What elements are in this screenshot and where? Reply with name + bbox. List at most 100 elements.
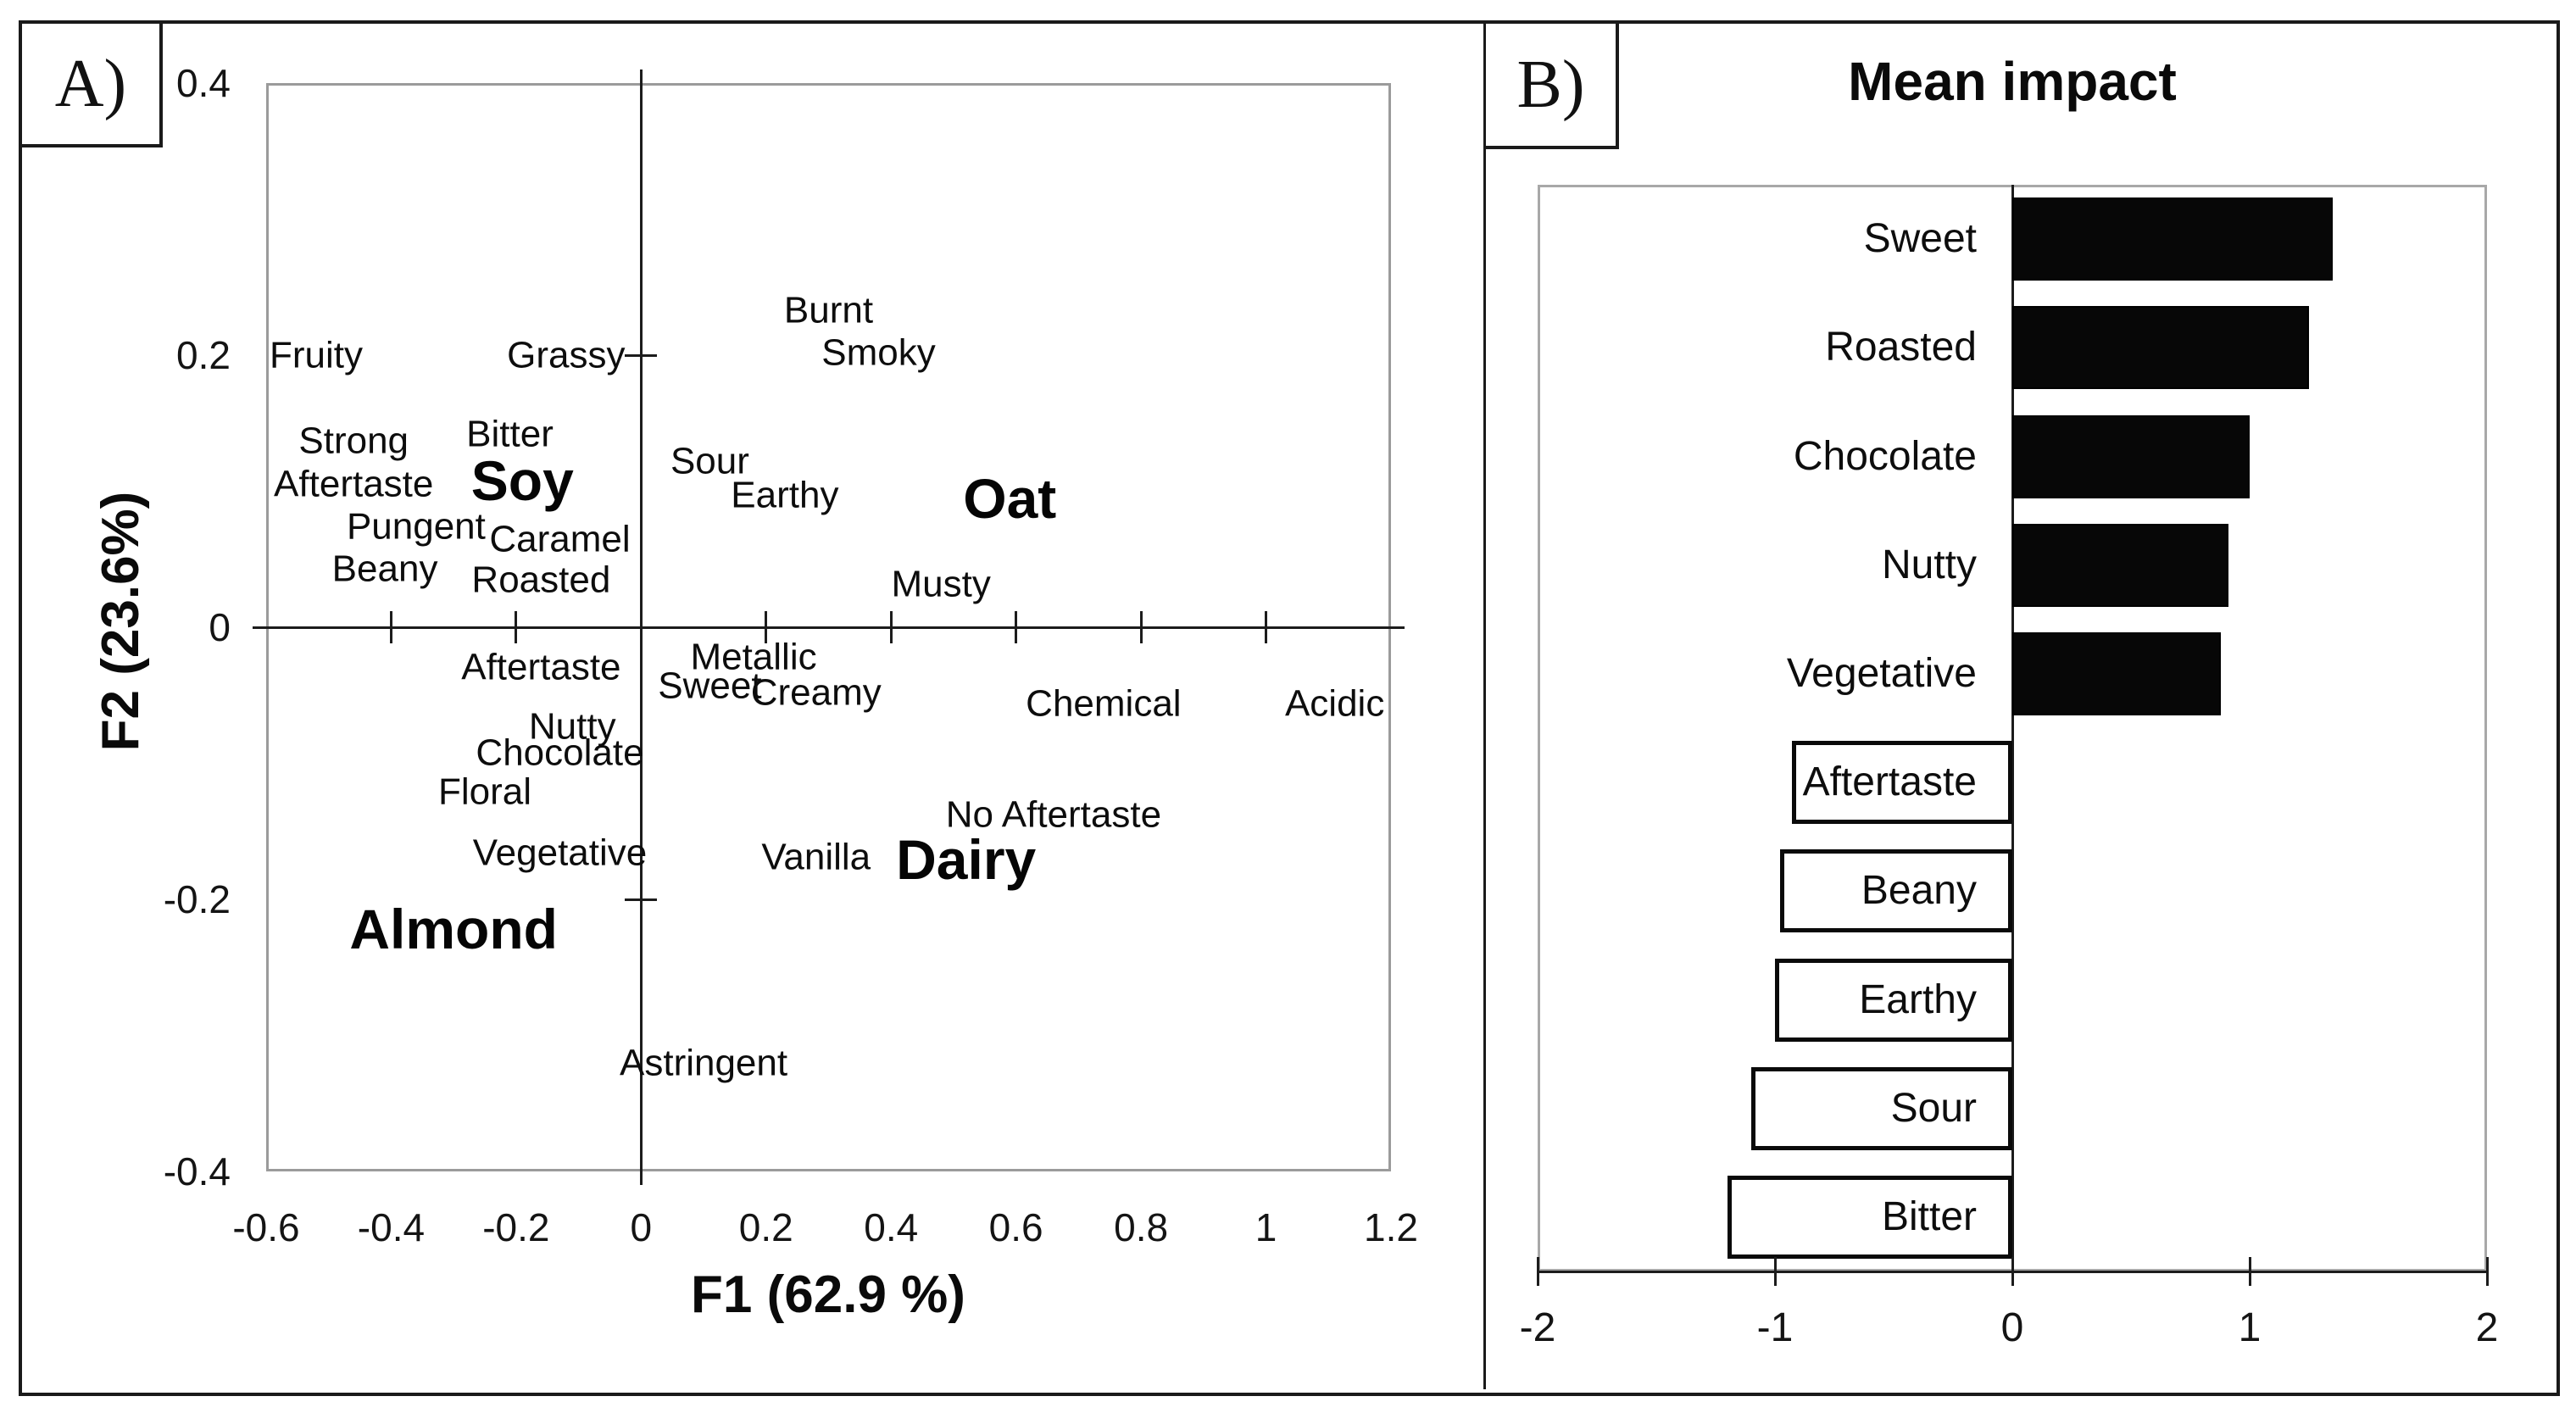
x-tick-label: 0.6 xyxy=(988,1205,1043,1249)
bar-earthy xyxy=(1775,958,2012,1042)
y-tick-label: -0.4 xyxy=(163,1149,231,1193)
product-label: Dairy xyxy=(896,828,1037,892)
x-tick-label: 0.8 xyxy=(1114,1205,1169,1249)
x-axis-tick xyxy=(889,611,893,643)
panel-b-letter: B) xyxy=(1516,47,1585,122)
panel-a-letter: A) xyxy=(54,47,127,121)
x-axis-tick xyxy=(515,611,518,643)
bar-category-label: Bitter xyxy=(1881,1193,1977,1239)
attribute-label: Astringent xyxy=(619,1041,788,1083)
bar-category-label: Earthy xyxy=(1859,976,1977,1022)
x-axis-border-tick xyxy=(253,626,280,629)
panel-divider xyxy=(1483,22,1486,1389)
bar-sour xyxy=(1751,1066,2012,1150)
y-axis-title: F2 (23.6%) xyxy=(92,491,150,752)
x-tick-label: 0.4 xyxy=(864,1205,919,1249)
b-axis-tick xyxy=(2485,1257,2489,1286)
attribute-label: Acidic xyxy=(1284,682,1385,725)
b-axis-tick xyxy=(2248,1257,2251,1286)
b-axis-tick xyxy=(1536,1257,1539,1286)
attribute-label: Aftertaste xyxy=(461,645,621,687)
x-tick-label: 1.2 xyxy=(1364,1205,1418,1249)
attribute-label: Strong Aftertaste xyxy=(274,420,434,505)
y-tick-label: 0.4 xyxy=(176,61,231,105)
bar-category-label: Aftertaste xyxy=(1802,759,1977,805)
bar-bitter xyxy=(1728,1175,2012,1259)
x-tick-label: -0.6 xyxy=(232,1205,300,1249)
bar-category-label: Vegetative xyxy=(1786,650,1977,696)
attribute-label: Chocolate xyxy=(476,731,644,773)
attribute-label: Chemical xyxy=(1026,682,1182,725)
y-axis-tick xyxy=(625,898,658,901)
x-axis-border-tick xyxy=(1377,626,1405,629)
bar-category-label: Roasted xyxy=(1825,325,1977,370)
b-axis-tick-label: 1 xyxy=(2238,1305,2262,1350)
y-axis-tick xyxy=(625,353,658,357)
b-axis-tick-label: -2 xyxy=(1519,1305,1556,1350)
x-axis-tick xyxy=(765,611,768,643)
x-tick-label: -0.4 xyxy=(357,1205,426,1249)
attribute-label: Nutty xyxy=(528,705,616,748)
x-axis-tick xyxy=(1015,611,1018,643)
attribute-label: No Aftertaste xyxy=(945,793,1162,836)
attribute-label: Burnt xyxy=(783,289,874,331)
panel-a-tag-box: A) xyxy=(22,24,163,147)
b-axis-tick-label: -1 xyxy=(1756,1305,1794,1350)
attribute-label: Floral xyxy=(438,770,532,813)
attribute-label: Sweet xyxy=(658,665,762,707)
attribute-label: Earthy xyxy=(731,474,839,516)
b-axis-tick xyxy=(1773,1257,1777,1286)
y-axis-border-tick xyxy=(639,70,643,97)
y-axis-border-tick xyxy=(639,1158,643,1185)
bar-beany xyxy=(1779,849,2012,933)
attribute-label: Musty xyxy=(891,562,991,604)
bar-roasted xyxy=(2012,306,2309,390)
x-tick-label: 0.2 xyxy=(738,1205,793,1249)
y-tick-label: 0 xyxy=(209,605,231,649)
zero-axis-line xyxy=(2011,185,2014,1271)
panel-b-tag-box: B) xyxy=(1486,24,1619,149)
figure-border xyxy=(19,20,2560,1396)
attribute-label: Vanilla xyxy=(761,836,871,878)
bar-vegetative xyxy=(2012,631,2222,715)
bar-category-label: Sour xyxy=(1890,1085,1977,1131)
attribute-label: Creamy xyxy=(750,671,882,714)
y-zero-axis-line xyxy=(639,83,643,1171)
attribute-label: Pungent xyxy=(346,505,486,548)
bar-category-label: Chocolate xyxy=(1793,433,1977,479)
bar-chocolate xyxy=(2012,414,2250,498)
b-axis-tick xyxy=(2011,1257,2014,1286)
bar-category-label: Nutty xyxy=(1881,542,1977,587)
b-axis-tick-label: 0 xyxy=(2000,1305,2024,1350)
x-tick-label: -0.2 xyxy=(482,1205,550,1249)
x-axis-tick xyxy=(1265,611,1268,643)
x-tick-label: 0 xyxy=(630,1205,653,1249)
bar-category-label: Beany xyxy=(1861,868,1977,914)
x-zero-axis-line xyxy=(266,626,1391,629)
attribute-label: Bitter xyxy=(466,413,554,455)
attribute-label: Fruity xyxy=(269,334,363,376)
product-label: Soy xyxy=(470,448,574,512)
attribute-label: Metallic xyxy=(690,636,817,678)
x-tick-label: 1 xyxy=(1255,1205,1277,1249)
b-axis-tick-label: 2 xyxy=(2475,1305,2499,1350)
attribute-label: Beany xyxy=(331,548,438,590)
attribute-label: Caramel xyxy=(489,517,631,559)
y-tick-label: 0.2 xyxy=(176,333,231,377)
bar-aftertaste xyxy=(1791,741,2012,825)
attribute-label: Grassy xyxy=(507,334,626,376)
product-label: Almond xyxy=(349,898,558,961)
attribute-label: Vegetative xyxy=(472,832,648,874)
attribute-label: Roasted xyxy=(471,559,611,601)
attribute-label: Sour xyxy=(670,440,749,482)
bar-chart-title: Mean impact xyxy=(1848,51,2177,112)
x-axis-tick xyxy=(389,611,392,643)
bar-nutty xyxy=(2012,523,2228,607)
x-axis-tick xyxy=(1139,611,1143,643)
bar-sweet xyxy=(2012,197,2333,281)
y-tick-label: -0.2 xyxy=(163,877,231,921)
x-axis-title: F1 (62.9 %) xyxy=(691,1266,965,1324)
product-label: Oat xyxy=(963,466,1057,530)
bar-category-label: Sweet xyxy=(1863,216,1977,262)
